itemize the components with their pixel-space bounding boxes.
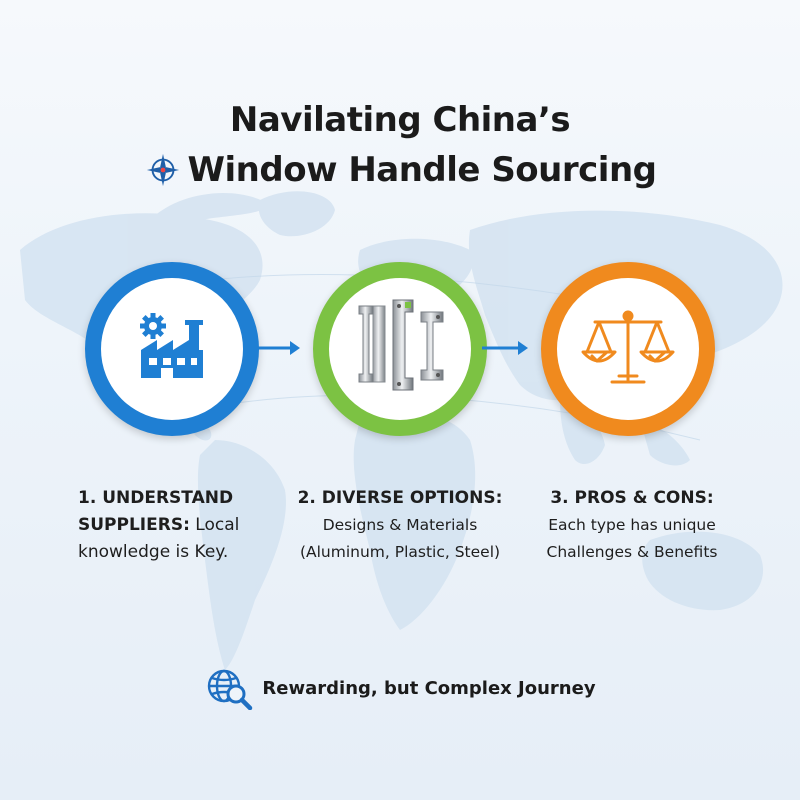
globe-magnifier-icon: [208, 669, 253, 710]
balance-scale-icon: [581, 310, 675, 384]
step-3-desc-1: Each type has unique: [548, 516, 716, 534]
step-3-desc-2: Challenges & Benefits: [546, 543, 718, 561]
step-2-circle: [313, 262, 487, 436]
step-1-circle: [85, 262, 259, 436]
step-2-heading: 2. DIVERSE OPTIONS:: [297, 488, 503, 508]
step-2-text: 2. DIVERSE OPTIONS: Designs & Materials …: [285, 485, 515, 566]
arrow-right-icon: [482, 341, 528, 355]
page-title-line2-row: Window Handle Sourcing: [0, 150, 800, 198]
step-1-desc-2: knowledge is Key.: [78, 542, 229, 562]
page-title-line2: Window Handle Sourcing: [187, 150, 657, 190]
step-1-heading: 1. UNDERSTAND: [78, 488, 234, 508]
page-title-line1: Navilating China’s: [229, 100, 571, 140]
footer-text: Rewarding, but Complex Journey: [262, 677, 596, 699]
step-3-heading: 3. PROS & CONS:: [550, 488, 714, 508]
factory-icon: [140, 313, 203, 378]
window-handles-icon: [358, 299, 444, 391]
step-2-desc-1: Designs & Materials: [322, 516, 478, 534]
step-3-text: 3. PROS & CONS: Each type has unique Cha…: [527, 485, 737, 566]
step-1-text: 1. UNDERSTAND SUPPLIERS: Local knowledge…: [78, 485, 308, 566]
step-3-circle: [541, 262, 715, 436]
step-1-heading-2: SUPPLIERS:: [78, 515, 190, 535]
footer: Rewarding, but Complex Journey: [0, 666, 800, 715]
arrow-right-icon: [254, 341, 300, 355]
step-1-desc-1: Local: [189, 515, 240, 535]
step-2-desc-2: (Aluminum, Plastic, Steel): [299, 543, 501, 561]
compass-icon: [146, 153, 179, 187]
